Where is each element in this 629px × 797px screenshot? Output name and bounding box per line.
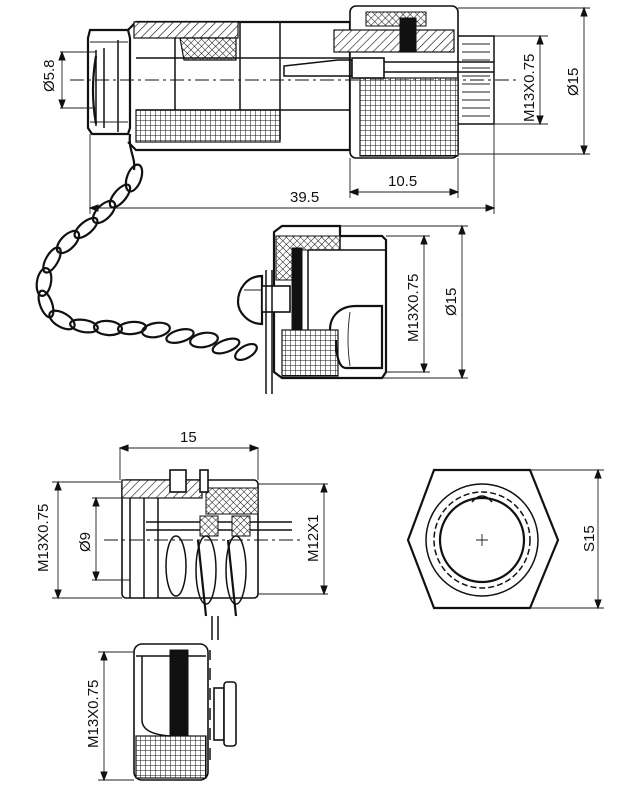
plug-assembly	[60, 5, 590, 214]
plug-body-hatch	[133, 21, 239, 39]
socket-assembly	[52, 444, 328, 640]
socket-cap-knurl	[135, 735, 207, 779]
dim-cap-thread: M13X0.75	[405, 274, 422, 342]
socket-cap	[98, 643, 237, 782]
top-dimension-lines	[58, 6, 588, 212]
dim-overall-length: 39.5	[290, 189, 319, 206]
dim-panel-thread: M12X1	[305, 514, 322, 562]
dim-thread-top: M13X0.75	[521, 54, 538, 122]
chain	[35, 133, 258, 362]
cap-gasket	[291, 247, 303, 335]
dust-cap	[236, 224, 468, 394]
dim-cap-diameter: Ø15	[443, 288, 460, 316]
plug-knurl	[135, 109, 281, 143]
hex-inner-bore	[438, 496, 526, 584]
cap-body	[272, 224, 388, 380]
socket-cap-knob	[223, 681, 237, 747]
hex-center-mark	[476, 534, 488, 546]
dim-pin-diameter: Ø5.8	[41, 59, 58, 92]
dim-outer-diameter-top: Ø15	[565, 68, 582, 96]
dim-hex-size: S15	[581, 525, 598, 552]
cap-knurl	[281, 329, 339, 377]
plug-pin-head	[86, 28, 132, 136]
hex-end-view	[406, 468, 604, 610]
cap-knob	[236, 274, 264, 326]
dim-nut-length: 10.5	[388, 173, 417, 190]
dim-socket-length: 15	[180, 429, 197, 446]
dim-cap2-thread: M13X0.75	[85, 680, 102, 748]
dim-socket-inner-diameter: Ø9	[77, 532, 94, 552]
nut-knurl	[359, 77, 459, 157]
nut-thread-end	[458, 35, 495, 125]
dim-socket-thread: M13X0.75	[35, 504, 52, 572]
